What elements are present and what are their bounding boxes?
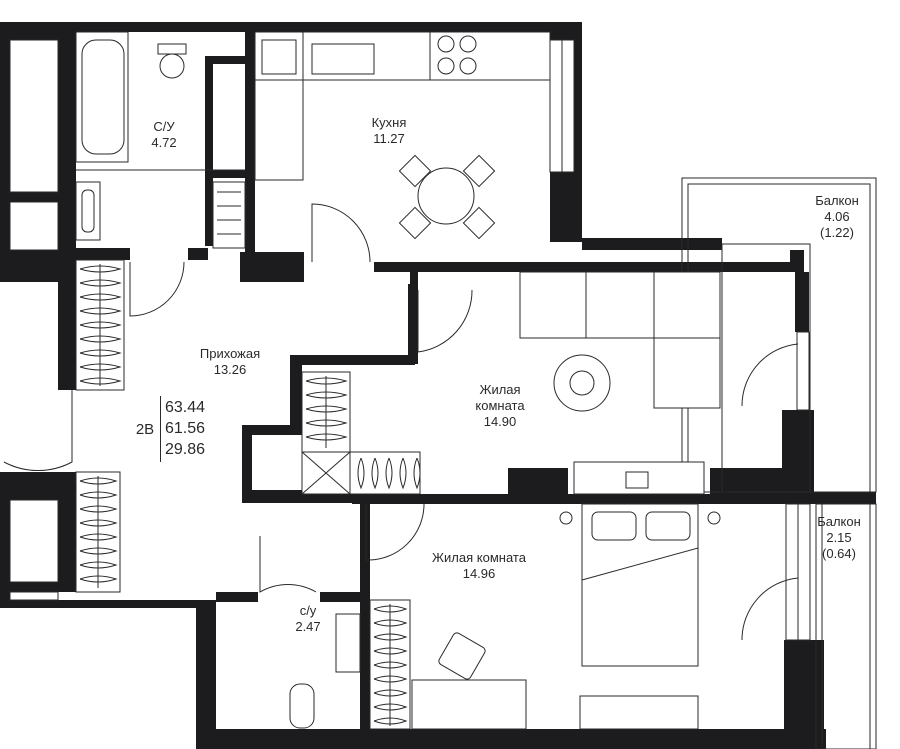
apartment-type: 2В	[130, 396, 161, 462]
hanger-mark	[79, 279, 122, 287]
hanger-mark	[79, 265, 122, 273]
hanger-mark	[305, 391, 348, 399]
tv-stand-bedroom	[579, 695, 699, 730]
area-total: 63.44	[165, 399, 206, 416]
desk	[411, 632, 527, 730]
stove	[437, 35, 477, 75]
hanger-mark	[79, 547, 118, 555]
apartment-areas: 63.44 61.56 29.86	[165, 397, 205, 460]
hanger-mark	[79, 307, 122, 315]
hanger-mark	[373, 647, 408, 655]
room-label-living2: Жилая комната 14.96	[420, 550, 538, 582]
hanger-mark	[373, 633, 408, 641]
room-area: 14.90	[483, 414, 517, 429]
bed	[581, 503, 699, 667]
hanger-mark	[373, 661, 408, 669]
room-name: Жилая комната	[432, 550, 526, 565]
hanger-mark	[373, 675, 408, 683]
room-label-hallway: Прихожая 13.26	[190, 346, 270, 378]
wardrobe-hangers	[79, 264, 122, 386]
room-label-wc: с/у 2.47	[284, 603, 332, 635]
hanger-mark	[79, 293, 122, 301]
kitchen-counter	[254, 31, 551, 181]
coffee-table	[553, 354, 611, 412]
room-area-reduced: (1.22)	[820, 225, 854, 240]
hanger-mark	[305, 433, 348, 441]
room-area: 4.06	[824, 209, 850, 224]
room-name: Балкон	[815, 193, 859, 208]
hanger-mark	[79, 561, 118, 569]
wardrobe-hangers	[357, 457, 421, 490]
tv-stand-living1	[573, 461, 705, 495]
sofa	[519, 271, 721, 409]
hanger-mark	[373, 717, 408, 725]
room-area: 4.72	[151, 135, 177, 150]
room-label-balcony1: Балкон 4.06 (1.22)	[806, 193, 868, 241]
hanger-mark	[305, 405, 348, 413]
niche-shelves	[212, 181, 246, 249]
room-label-balcony2: Балкон 2.15 (0.64)	[808, 514, 870, 562]
bathroom-sink	[75, 181, 101, 241]
toilet	[157, 43, 187, 79]
room-name: Кухня	[371, 115, 407, 130]
hanger-mark	[79, 505, 118, 513]
hanger-mark	[79, 519, 118, 527]
area-living-total: 61.56	[165, 420, 206, 437]
nightstands	[559, 511, 721, 525]
hanger-mark	[399, 457, 407, 490]
room-area: 14.96	[462, 566, 496, 581]
hanger-mark	[373, 703, 408, 711]
hanger-mark	[79, 363, 122, 371]
room-name: с/у	[299, 603, 317, 618]
wardrobe-hangers	[373, 604, 408, 726]
room-name: Балкон	[817, 514, 861, 529]
room-name-line2: комната	[475, 398, 525, 413]
room-area: 13.26	[213, 362, 247, 377]
hanger-mark	[79, 491, 118, 499]
apartment-info: 2В 63.44 61.56 29.86	[130, 396, 220, 462]
hanger-mark	[385, 457, 393, 490]
hanger-mark	[79, 335, 122, 343]
room-label-living1: Жилая комната 14.90	[462, 382, 538, 430]
hanger-mark	[79, 533, 118, 541]
walls	[0, 22, 876, 749]
hanger-mark	[305, 377, 348, 385]
wardrobe-hangers	[79, 476, 118, 588]
wardrobe-living1	[301, 371, 421, 495]
room-label-bathroom: С/У 4.72	[134, 119, 194, 151]
dining-table	[398, 154, 496, 240]
room-area: 2.47	[295, 619, 321, 634]
doors	[3, 203, 799, 641]
wardrobe-hangers	[305, 376, 348, 448]
hanger-mark	[79, 349, 122, 357]
hanger-mark	[373, 689, 408, 697]
hanger-mark	[79, 477, 118, 485]
wc-sink	[335, 613, 361, 673]
hanger-mark	[305, 419, 348, 427]
room-name: С/У	[153, 119, 175, 134]
hanger-mark	[373, 619, 408, 627]
hanger-mark	[79, 377, 122, 385]
hanger-mark	[357, 457, 365, 490]
hanger-mark	[79, 321, 122, 329]
windows	[9, 39, 811, 641]
bathtub	[75, 31, 129, 163]
hanger-mark	[413, 457, 421, 490]
room-label-kitchen: Кухня 11.27	[356, 115, 422, 147]
hanger-mark	[371, 457, 379, 490]
room-name-line1: Жилая	[479, 382, 521, 397]
area-living: 29.86	[165, 441, 206, 458]
room-area-reduced: (0.64)	[822, 546, 856, 561]
room-name: Прихожая	[199, 346, 261, 361]
wc-toilet	[289, 683, 315, 729]
room-area: 2.15	[826, 530, 852, 545]
hanger-mark	[79, 575, 118, 583]
hanger-mark	[373, 605, 408, 613]
room-area: 11.27	[373, 131, 405, 146]
